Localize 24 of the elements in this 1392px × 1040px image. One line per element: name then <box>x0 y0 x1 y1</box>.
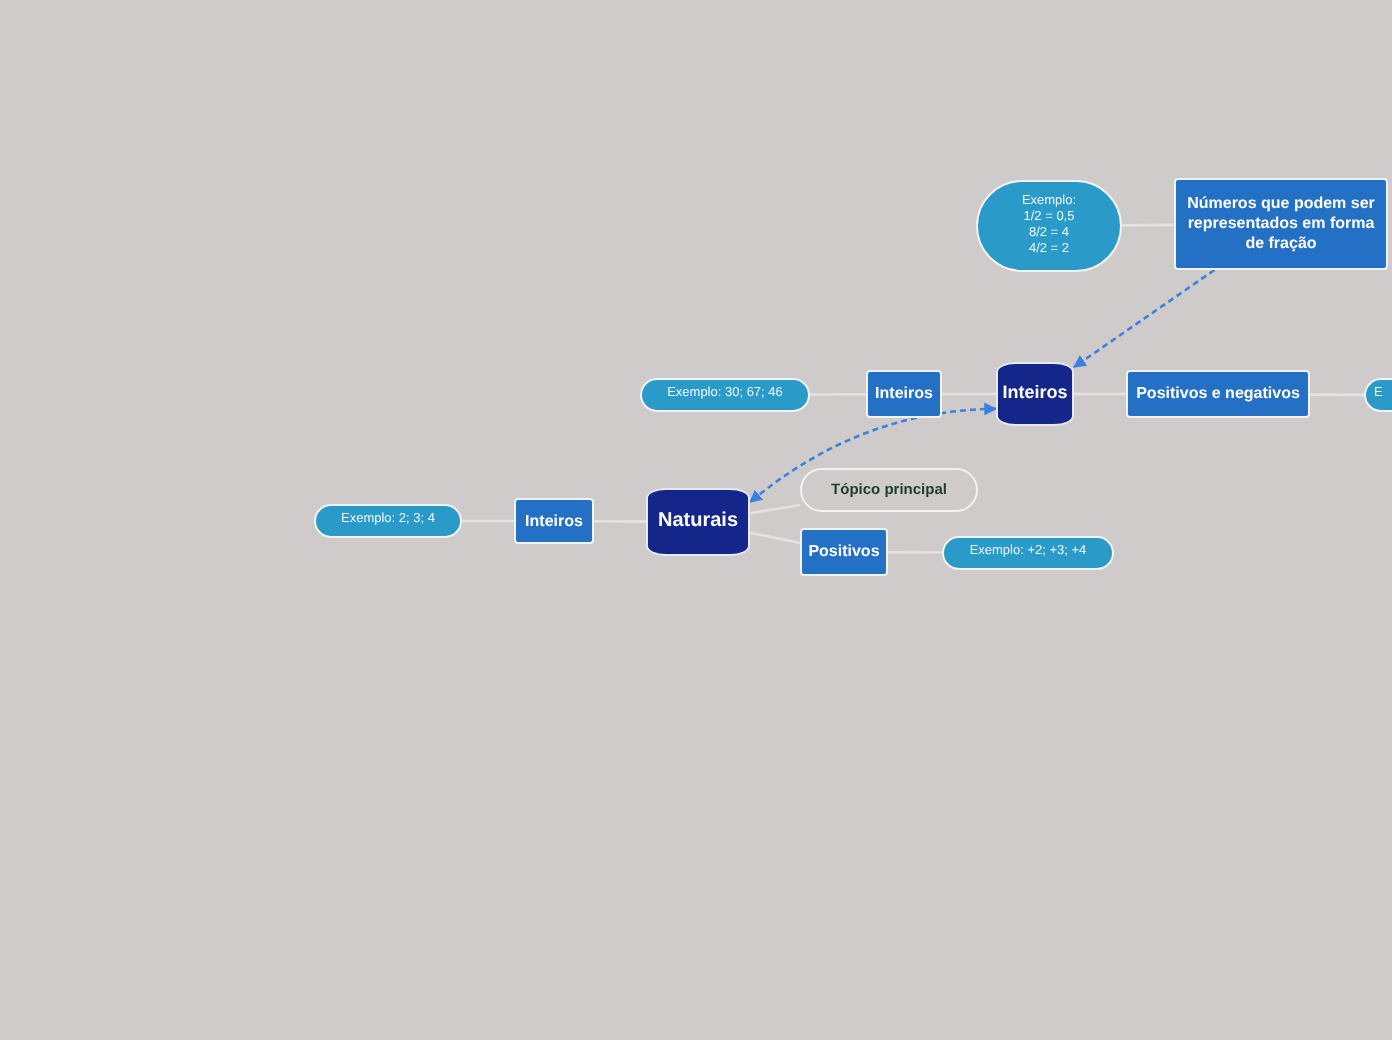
topic-node <box>976 180 1122 272</box>
dashed-arrow <box>749 402 998 504</box>
topic-text: Positivos e negativos <box>1136 384 1300 404</box>
connector-line <box>749 531 801 545</box>
topic-node <box>514 498 594 544</box>
topic-node <box>866 370 942 418</box>
connector-line <box>749 503 801 515</box>
topic-text: Números que podem ser representados em forma de fração <box>1185 194 1377 254</box>
topic-node <box>640 378 810 412</box>
topic-text: Inteiros <box>875 384 933 404</box>
topic-text: Positivos <box>808 542 880 562</box>
main-topic-node <box>996 362 1074 426</box>
topic-node <box>314 504 462 538</box>
topic-text: Naturais <box>657 509 738 535</box>
topic-node <box>1174 178 1388 270</box>
topic-node <box>1364 378 1392 412</box>
topic-node <box>1126 370 1310 418</box>
topic-node <box>942 536 1114 570</box>
floating-topic <box>800 468 978 512</box>
topic-text: Inteiros <box>1002 382 1068 406</box>
topic-text: Inteiros <box>525 511 583 531</box>
topic-node <box>800 528 888 576</box>
main-topic-node <box>646 488 750 556</box>
dashed-arrow <box>1072 268 1216 369</box>
